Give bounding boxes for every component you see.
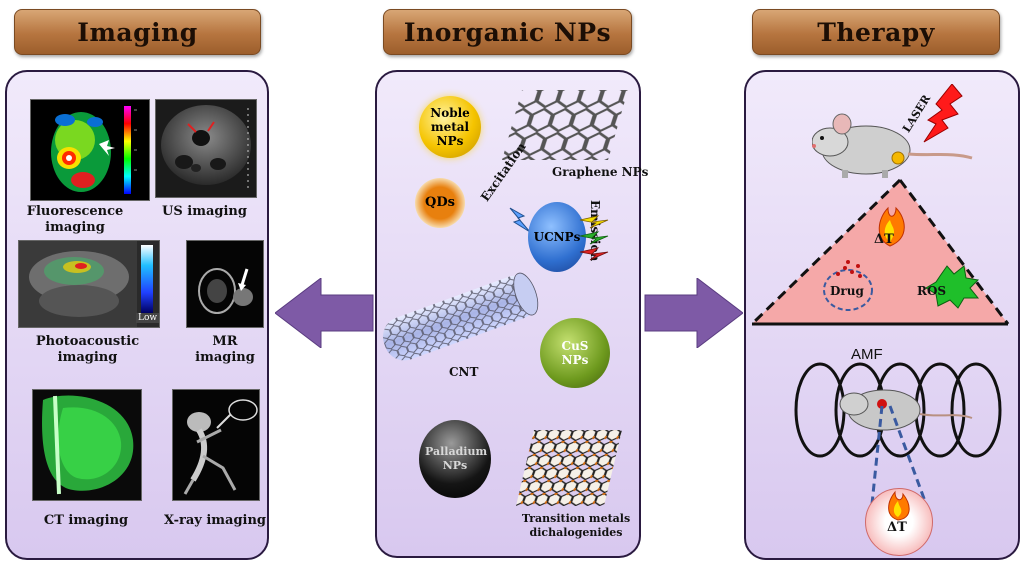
us-label: US imaging bbox=[162, 204, 247, 219]
palladium-label: Palladium NPs bbox=[425, 445, 488, 472]
flame-icon bbox=[888, 490, 910, 521]
graphene-sheet bbox=[502, 90, 628, 160]
graphene-label: Graphene NPs bbox=[552, 165, 649, 179]
ucnps-label: UCNPs bbox=[533, 230, 581, 244]
inorganic-nps-header: Inorganic NPs bbox=[383, 9, 632, 55]
mr-label: MR imaging bbox=[195, 334, 255, 365]
emission-bolts-icon bbox=[579, 215, 609, 261]
us-image bbox=[155, 99, 257, 198]
imaging-header: Imaging bbox=[14, 9, 261, 55]
noble-metal-nps: Noble metal NPs bbox=[419, 96, 481, 158]
zoom-lines bbox=[870, 405, 928, 505]
ct-label: CT imaging bbox=[43, 513, 129, 528]
cus-label: CuS NPs bbox=[561, 339, 589, 367]
qds: QDs bbox=[415, 178, 465, 228]
therapy-header: Therapy bbox=[752, 9, 1000, 55]
xray-image bbox=[172, 389, 260, 501]
qds-label: QDs bbox=[425, 195, 455, 210]
ct-image bbox=[32, 389, 142, 501]
tmd-label: Transition metals dichalogenides bbox=[521, 512, 631, 539]
photoacoustic-scale-low: Low bbox=[136, 313, 159, 323]
noble-metal-label: Noble metal NPs bbox=[430, 106, 470, 148]
arrow-right bbox=[644, 278, 743, 348]
delta-t2-label: ΔT bbox=[887, 520, 907, 535]
therapy-triangle bbox=[750, 178, 1010, 326]
amf-coil bbox=[794, 362, 1002, 458]
arrow-left bbox=[275, 278, 374, 348]
photoacoustic-image: Low bbox=[18, 240, 160, 328]
amf-label: AMF bbox=[851, 346, 883, 363]
photoacoustic-label: Photoacoustic imaging bbox=[35, 334, 140, 365]
cnt-label: CNT bbox=[449, 365, 479, 379]
delta-t-label: ΔT bbox=[874, 232, 894, 247]
palladium-nps: Palladium NPs bbox=[419, 420, 491, 498]
drug-label: Drug bbox=[830, 284, 864, 298]
cnt-tube bbox=[382, 272, 539, 361]
cus-nps: CuS NPs bbox=[540, 318, 610, 388]
xray-label: X-ray imaging bbox=[163, 513, 267, 528]
laser-mouse bbox=[812, 113, 973, 178]
fluorescence-label: Fluorescence imaging bbox=[26, 204, 124, 235]
mr-image bbox=[186, 240, 264, 328]
tmd-lattice bbox=[516, 430, 622, 506]
laser-bolt-icon bbox=[923, 84, 963, 143]
ucnps: UCNPs bbox=[528, 202, 586, 272]
fluorescence-image bbox=[30, 99, 150, 201]
ros-label: ROS bbox=[917, 284, 947, 298]
